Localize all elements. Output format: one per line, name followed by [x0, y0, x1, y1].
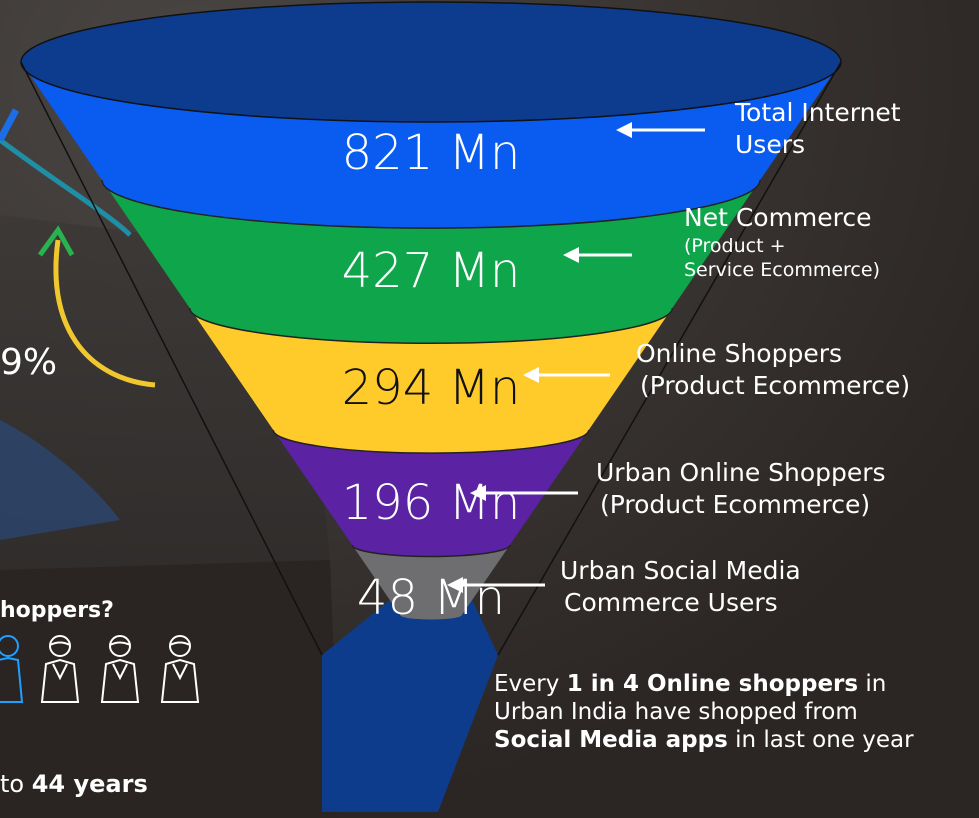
- stage-label-4: Urban Online Shoppers (Product Ecommerce): [596, 457, 886, 521]
- funnel-band-2: [101, 180, 761, 344]
- jeans-shape: [0, 420, 120, 540]
- floor-shape: [0, 560, 340, 818]
- arrow-head-icon: [616, 122, 632, 138]
- stage-value-4: 196 Mn: [341, 475, 521, 531]
- footnote: Every 1 in 4 Online shoppers in Urban In…: [494, 670, 914, 754]
- stage-label-line: (Product Ecommerce): [600, 490, 871, 519]
- arrow-head-icon: [447, 577, 463, 593]
- stage-label-3: Online Shoppers (Product Ecommerce): [636, 338, 910, 402]
- left-age-fragment: to 44 years: [0, 770, 148, 798]
- note-fragment: Every: [494, 671, 567, 697]
- funnel-spout: [322, 600, 498, 812]
- age-prefix: to: [0, 770, 32, 798]
- funnel-band-3: [189, 308, 673, 454]
- person-icon: [0, 635, 24, 703]
- arrow-head-icon: [563, 247, 579, 263]
- age-suffix: years: [65, 770, 148, 798]
- stage-label-line: Urban Online Shoppers: [596, 458, 886, 487]
- funnel-band-4: [273, 430, 589, 557]
- stage-label-line: Online Shoppers: [636, 339, 843, 368]
- stage-label-line: Urban Social Media: [560, 556, 801, 585]
- people-icon-row: [0, 635, 200, 703]
- arrow-head-icon: [523, 367, 539, 383]
- stage-label-2: Net Commerce (Product +Service Ecommerce): [684, 202, 880, 282]
- yellow-arc: [53, 239, 156, 388]
- note-fragment: in Urban India have shopped from: [494, 671, 887, 725]
- person-icon: [160, 635, 200, 703]
- stage-label-line: (Product Ecommerce): [640, 371, 911, 400]
- stage-value-3: 294 Mn: [341, 360, 521, 416]
- band-separator: [351, 544, 511, 558]
- band-separator: [101, 179, 761, 229]
- stage-label-line: (Product +: [684, 235, 786, 257]
- teal-arc: [0, 137, 132, 237]
- funnel-band-1: [21, 62, 841, 229]
- note-fragment: in last one year: [727, 727, 914, 753]
- funnel-outline: [20, 61, 842, 656]
- stage-label-line: Service Ecommerce): [684, 259, 880, 281]
- note-fragment: Social Media apps: [494, 727, 728, 753]
- band-separator: [272, 429, 590, 454]
- stage-label-line: Commerce Users: [564, 588, 778, 617]
- stage-value-5: 48 Mn: [356, 570, 506, 626]
- left-percent-fragment: 9%: [0, 342, 58, 383]
- funnel-rim: [20, 1, 842, 123]
- age-bold: 44: [31, 770, 66, 798]
- stage-value-2: 427 Mn: [341, 243, 521, 299]
- left-question-fragment: hoppers?: [0, 598, 114, 623]
- funnel-band-5: [352, 545, 510, 620]
- green-arrow-icon: [37, 225, 75, 257]
- stage-value-1: 821 Mn: [341, 125, 521, 181]
- arrow-head-icon: [470, 485, 486, 501]
- blue-arrow-icon: [0, 108, 20, 142]
- stage-label-line: Net Commerce: [684, 203, 872, 232]
- stage-label-line: Users: [735, 130, 806, 159]
- stage-label-line: Total Internet: [735, 98, 901, 127]
- person-icon: [100, 635, 140, 703]
- person-icon: [40, 635, 80, 703]
- note-fragment: 1 in 4 Online shoppers: [566, 671, 859, 697]
- band-separator: [188, 307, 674, 345]
